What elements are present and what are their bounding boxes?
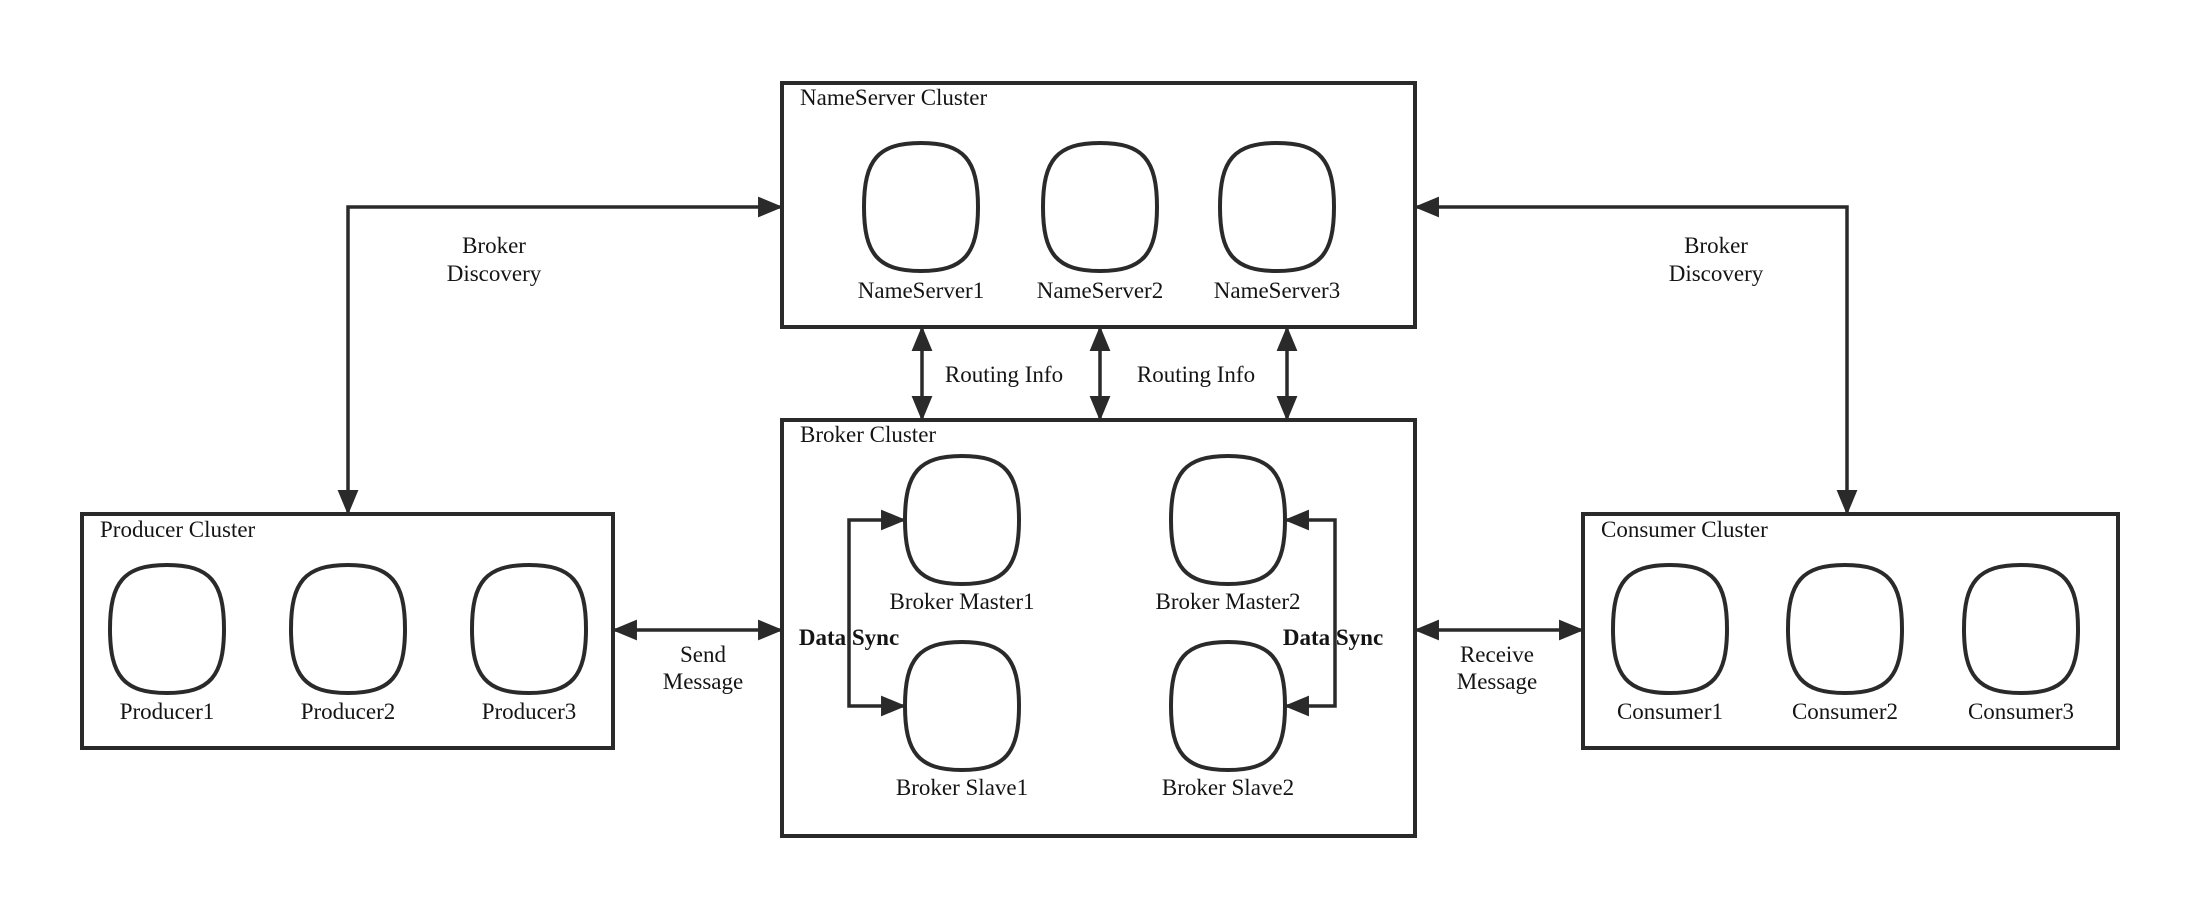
consumer3-label: Consumer3 [1968,699,2074,724]
broker-slave2-label: Broker Slave2 [1162,775,1294,800]
consumer1-label: Consumer1 [1617,699,1723,724]
producer-cluster: Producer Cluster Producer1 Producer2 Pro… [80,512,615,750]
broker-slave2-node [1169,640,1287,772]
nameserver-cluster: NameServer Cluster NameServer1 NameServe… [780,81,1417,329]
broker-discovery-left-arrow [337,196,784,516]
broker-discovery-left-label-line1: Broker [462,233,526,258]
nameserver-cluster-title: NameServer Cluster [800,85,987,110]
broker-slave1-node [903,640,1021,772]
producer1-label: Producer1 [120,699,215,724]
broker-master1-node [903,454,1021,586]
routing-info-right-label: Routing Info [1137,362,1255,387]
data-sync-right-label: Data Sync [1283,625,1383,650]
consumer2-label: Consumer2 [1792,699,1898,724]
broker-slave1-label: Broker Slave1 [896,775,1028,800]
broker-master2-node [1169,454,1287,586]
routing-info-left-label: Routing Info [945,362,1063,387]
data-sync-left-arrow [847,509,907,717]
broker-cluster: Broker Cluster Broker Master1 Broker Mas… [780,418,1417,838]
broker-discovery-right-arrow [1413,196,1858,516]
consumer3-node [1962,563,2080,695]
broker-master2-label: Broker Master2 [1156,589,1301,614]
nameserver2-label: NameServer2 [1037,278,1163,303]
producer2-node [289,563,407,695]
consumer-cluster: Consumer Cluster Consumer1 Consumer2 Con… [1581,512,2120,750]
broker-master1-label: Broker Master1 [890,589,1035,614]
consumer1-node [1611,563,1729,695]
producer3-label: Producer3 [482,699,577,724]
consumer2-node [1786,563,1904,695]
edges: Broker Discovery Broker Discovery Routin… [337,196,1858,694]
receive-message-label-line2: Message [1457,669,1537,694]
receive-message-label-line1: Receive [1460,642,1534,667]
nameserver3-node [1218,141,1336,273]
producer1-node [108,563,226,695]
consumer-cluster-title: Consumer Cluster [1601,517,1768,542]
producer2-label: Producer2 [301,699,396,724]
nameserver1-node [862,141,980,273]
broker-discovery-right-label-line2: Discovery [1669,261,1764,286]
broker-cluster-title: Broker Cluster [800,422,936,447]
broker-discovery-right-label-line1: Broker [1684,233,1748,258]
broker-discovery-left-label-line2: Discovery [447,261,542,286]
nameserver2-node [1041,141,1159,273]
nameserver1-label: NameServer1 [858,278,984,303]
data-sync-right-arrow [1283,509,1337,717]
producer-cluster-title: Producer Cluster [100,517,256,542]
producer3-node [470,563,588,695]
nameserver3-label: NameServer3 [1214,278,1340,303]
data-sync-left-label: Data Sync [799,625,899,650]
send-message-label-line2: Message [663,669,743,694]
send-message-label-line1: Send [680,642,727,667]
